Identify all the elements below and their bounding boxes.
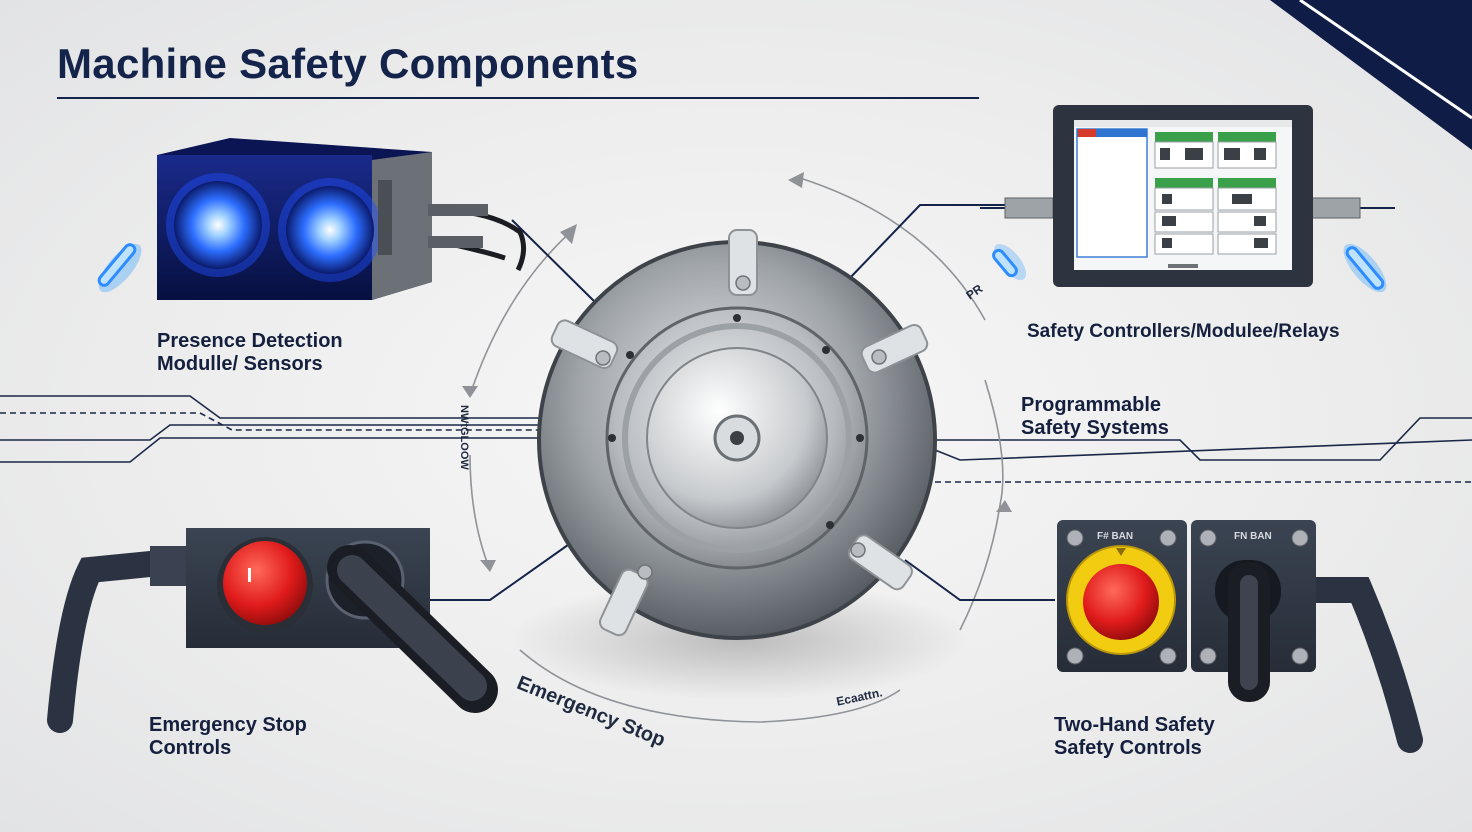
safety-controller-device <box>980 105 1395 293</box>
programmable-label-line1: Programmable <box>1021 394 1162 416</box>
two-hand-control-device <box>1057 520 1423 753</box>
emergency-stop-device <box>47 528 498 733</box>
twohand-label-line1: Two-Hand Safety <box>1054 714 1215 736</box>
presence-detection-label: Presence Detection Modulle/ Sensors <box>157 330 343 376</box>
programmable-label-line2: Safety Systems <box>1021 417 1169 439</box>
twohand-label-line2: Safety Controls <box>1054 737 1202 759</box>
left-vertical-label: NWtGLOOW <box>458 405 470 470</box>
programmable-systems-label: Programmable Safety Systems <box>1021 394 1169 440</box>
right-panel-small-label: FN BAN <box>1234 531 1272 542</box>
central-safety-hub <box>537 229 937 640</box>
left-panel-small-label: F# BAN <box>1097 531 1134 542</box>
corner-decoration <box>1270 0 1472 150</box>
controllers-label-line1: Safety Controllers/Modulee/Relays <box>1027 321 1340 342</box>
right-signal-lines <box>934 417 1472 483</box>
presence-sensor-device <box>97 138 526 300</box>
safety-controllers-label: Safety Controllers/Modulee/Relays <box>1027 320 1340 343</box>
estop-label-line2: Controls <box>149 737 232 759</box>
left-signal-lines <box>0 395 545 463</box>
arrow-heads <box>462 172 1012 572</box>
presence-label-line2: Modulle/ Sensors <box>157 353 323 375</box>
estop-label-line1: Emergency Stop <box>149 714 307 736</box>
page-title: Machine Safety Components <box>57 40 639 87</box>
presence-label-line1: Presence Detection <box>157 330 343 352</box>
two-hand-safety-label: Two-Hand Safety Safety Controls <box>1054 714 1215 760</box>
emergency-stop-label: Emergency Stop Controls <box>149 714 307 760</box>
